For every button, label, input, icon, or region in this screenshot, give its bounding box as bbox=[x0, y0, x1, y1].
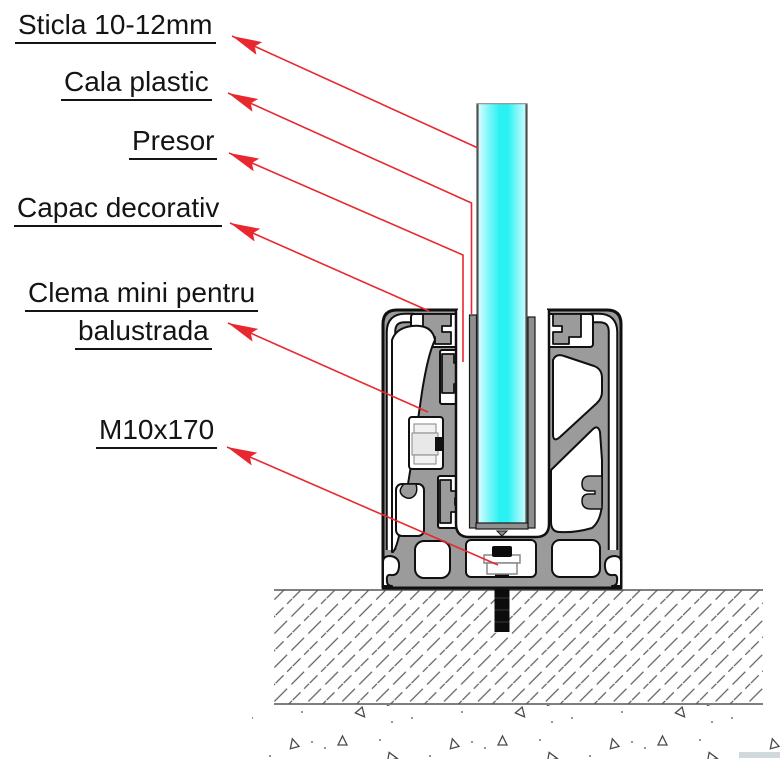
corner-artifact bbox=[739, 752, 780, 758]
arrowhead-icon bbox=[232, 36, 263, 55]
concrete-base bbox=[252, 589, 780, 759]
arrowhead-icon bbox=[228, 323, 259, 342]
leader-clema bbox=[227, 322, 429, 413]
setting-block bbox=[475, 522, 529, 530]
shell-gap-right bbox=[590, 312, 619, 550]
label-m10: M10x170 bbox=[96, 414, 218, 450]
leader-cala bbox=[227, 92, 473, 314]
cavity-ghost bbox=[395, 483, 425, 537]
t-slot-right bbox=[542, 313, 594, 348]
cavity-base-right bbox=[551, 539, 601, 578]
leader-presor bbox=[228, 152, 464, 362]
leader-lines bbox=[226, 35, 499, 566]
bolt-head bbox=[492, 546, 512, 557]
glass-edge-left bbox=[476, 103, 479, 525]
cavity-base-left bbox=[414, 540, 451, 579]
label-sticla: Sticla 10-12mm bbox=[15, 9, 216, 45]
arrowhead-icon bbox=[227, 447, 258, 466]
c-notch-right bbox=[581, 475, 603, 510]
slot-notch bbox=[495, 530, 509, 537]
foot-curl-left bbox=[382, 555, 401, 587]
gravel-stipple bbox=[252, 705, 780, 759]
label-capac: Capac decorativ bbox=[14, 192, 223, 228]
clamp-screw bbox=[408, 416, 444, 470]
shell-gap-left bbox=[385, 312, 414, 550]
label-clema-line2: balustrada bbox=[75, 315, 212, 351]
nut bbox=[486, 562, 518, 575]
label-presor: Presor bbox=[129, 125, 218, 161]
glazing-gaskets bbox=[468, 314, 536, 537]
cavity-right-upper bbox=[552, 354, 603, 441]
concrete-hatch bbox=[274, 590, 763, 704]
arrowhead-icon bbox=[228, 93, 259, 112]
leader-sticla bbox=[231, 35, 479, 149]
foot-curl-right bbox=[603, 555, 622, 587]
arrowhead-icon bbox=[229, 153, 260, 172]
gasket-left bbox=[468, 314, 478, 529]
glass-panel bbox=[476, 103, 528, 525]
label-clema-line1: Clema mini pentru bbox=[25, 277, 259, 313]
arrowhead-icon bbox=[230, 223, 261, 242]
gasket-right bbox=[527, 316, 536, 529]
leader-capac bbox=[229, 222, 430, 312]
leader-m10 bbox=[226, 446, 499, 566]
glass-edge-right bbox=[525, 103, 528, 525]
anchor-bolt-head bbox=[483, 546, 521, 578]
label-cala: Cala plastic bbox=[61, 66, 212, 102]
leader-arrowheads bbox=[227, 36, 263, 466]
glass-edge-top bbox=[476, 103, 528, 105]
